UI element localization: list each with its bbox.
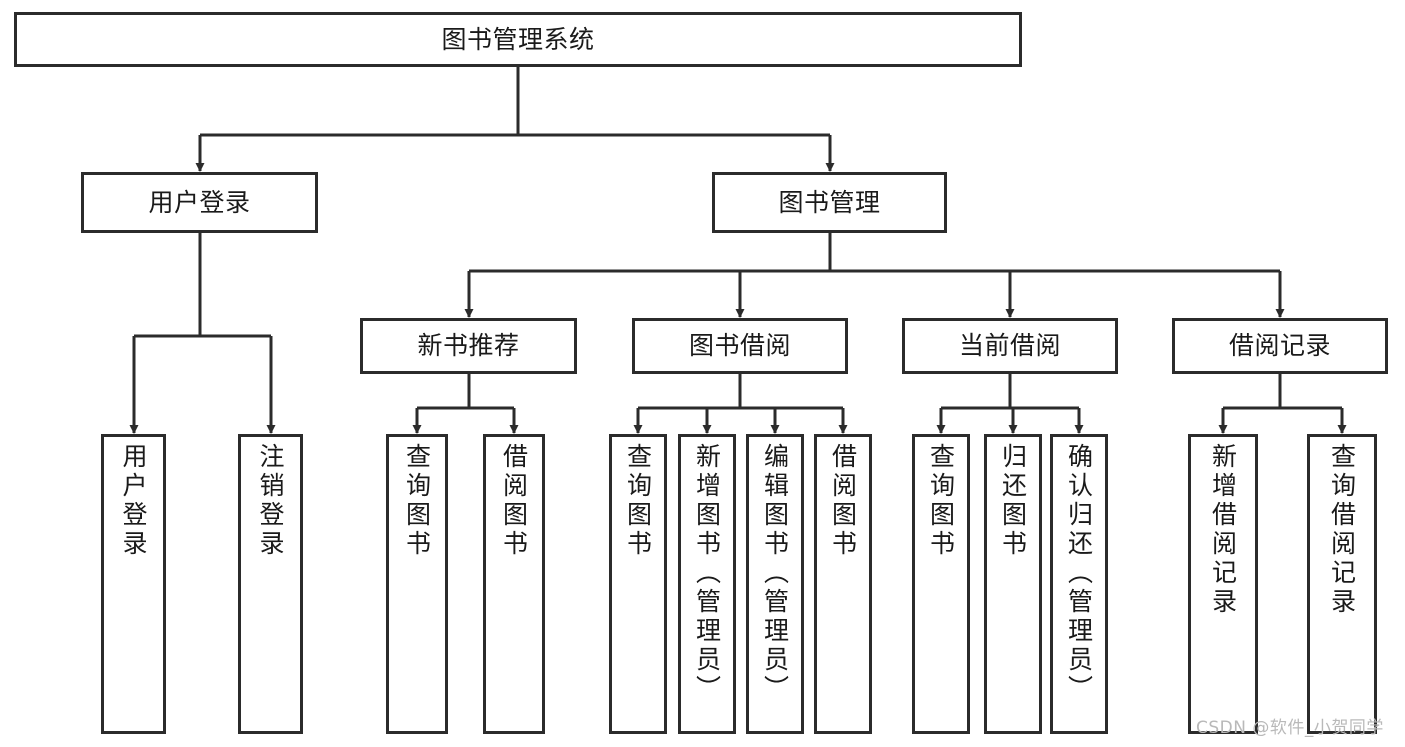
node-borrow[interactable]: 图书借阅 xyxy=(632,318,848,374)
node-b2[interactable]: 新增图书（管理员） xyxy=(678,434,736,734)
node-label: 借阅图书 xyxy=(499,443,529,559)
node-c3[interactable]: 确认归还（管理员） xyxy=(1050,434,1108,734)
node-label: 查询图书 xyxy=(623,443,653,559)
node-label: 查询借阅记录 xyxy=(1327,443,1357,617)
node-label: 图书借阅 xyxy=(688,331,791,360)
node-b3[interactable]: 编辑图书（管理员） xyxy=(746,434,804,734)
node-label: 注销登录 xyxy=(256,443,285,559)
node-label: 编辑图书（管理员） xyxy=(760,443,790,704)
node-label: 归还图书 xyxy=(998,443,1028,559)
node-c1[interactable]: 查询图书 xyxy=(912,434,970,734)
node-label: 当前借阅 xyxy=(958,331,1061,360)
node-label: 新增借阅记录 xyxy=(1208,443,1238,617)
node-label: 确认归还（管理员） xyxy=(1064,443,1094,704)
node-current[interactable]: 当前借阅 xyxy=(902,318,1118,374)
node-label: 用户登录 xyxy=(148,187,251,217)
node-root[interactable]: 图书管理系统 xyxy=(14,12,1022,67)
watermark-text: CSDN @软件_小贺同学 xyxy=(1196,718,1384,738)
node-records[interactable]: 借阅记录 xyxy=(1172,318,1388,374)
node-label: 查询图书 xyxy=(402,443,432,559)
node-n2[interactable]: 借阅图书 xyxy=(483,434,545,734)
node-c2[interactable]: 归还图书 xyxy=(984,434,1042,734)
node-login[interactable]: 用户登录 xyxy=(81,172,318,233)
node-n1[interactable]: 查询图书 xyxy=(386,434,448,734)
node-r1[interactable]: 新增借阅记录 xyxy=(1188,434,1258,734)
node-label: 新书推荐 xyxy=(417,331,520,360)
node-newbook[interactable]: 新书推荐 xyxy=(360,318,577,374)
edge-group xyxy=(129,67,1347,434)
node-r2[interactable]: 查询借阅记录 xyxy=(1307,434,1377,734)
node-label: 用户登录 xyxy=(119,443,148,559)
node-bookmgmt[interactable]: 图书管理 xyxy=(712,172,947,233)
node-label: 新增图书（管理员） xyxy=(692,443,722,704)
node-l1[interactable]: 用户登录 xyxy=(101,434,166,734)
node-b4[interactable]: 借阅图书 xyxy=(814,434,872,734)
node-label: 查询图书 xyxy=(926,443,956,559)
node-label: 借阅记录 xyxy=(1228,331,1331,360)
node-label: 图书管理 xyxy=(778,187,881,217)
node-label: 图书管理系统 xyxy=(441,24,595,54)
node-l2[interactable]: 注销登录 xyxy=(238,434,303,734)
node-label: 借阅图书 xyxy=(828,443,858,559)
node-b1[interactable]: 查询图书 xyxy=(609,434,667,734)
